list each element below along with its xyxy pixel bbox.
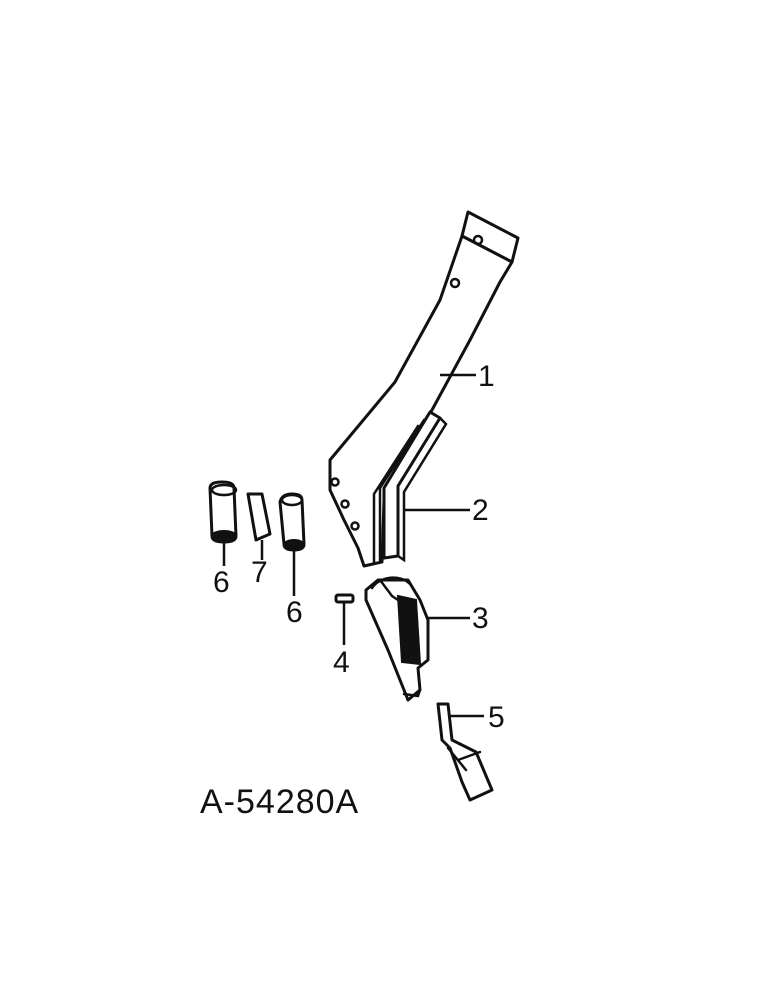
callout-2: 2 xyxy=(472,494,489,527)
key-part xyxy=(246,492,272,542)
callout-3: 3 xyxy=(472,602,489,635)
roll-pin-left-part xyxy=(208,480,238,544)
callout-6-left: 6 xyxy=(213,566,230,599)
pin-part xyxy=(334,593,355,604)
point-holder-part xyxy=(364,576,430,702)
callout-4: 4 xyxy=(333,646,350,679)
callout-6-right: 6 xyxy=(286,596,303,629)
drawing-number: A-54280A xyxy=(200,783,359,821)
callout-7: 7 xyxy=(251,556,268,589)
point-part xyxy=(436,702,494,802)
callout-5: 5 xyxy=(488,701,505,734)
callout-1: 1 xyxy=(478,360,495,393)
wear-strip-part xyxy=(372,410,448,564)
roll-pin-right-part xyxy=(278,492,306,552)
shank-part xyxy=(328,210,520,568)
